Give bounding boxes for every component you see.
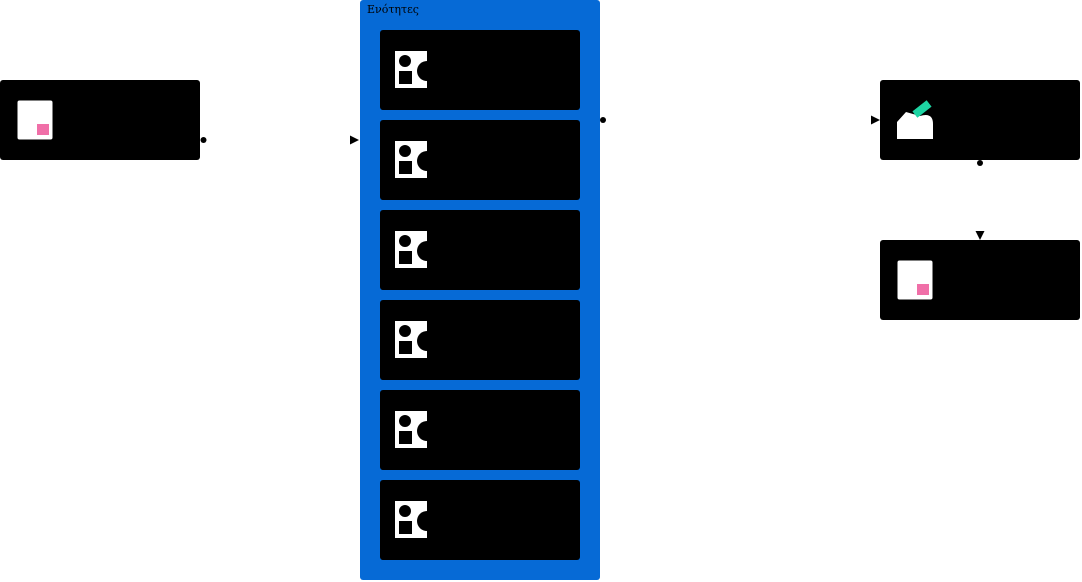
shapes-icon — [395, 231, 437, 268]
connector-dot — [600, 117, 606, 123]
module-node-1[interactable] — [380, 30, 580, 110]
connector-edit-to-output — [975, 160, 985, 240]
shapes-icon — [395, 141, 437, 178]
source-document-node[interactable] — [0, 80, 200, 160]
shapes-icon — [395, 411, 437, 448]
shapes-icon — [395, 321, 437, 358]
shapes-icon — [395, 501, 437, 538]
shapes-icon — [395, 51, 437, 88]
edit-node[interactable] — [880, 80, 1080, 160]
document-icon — [897, 260, 933, 300]
module-node-2[interactable] — [380, 120, 580, 200]
connector-dot — [977, 160, 983, 166]
module-node-6[interactable] — [380, 480, 580, 560]
modules-group: Ενότητες — [360, 0, 600, 580]
output-document-node[interactable] — [880, 240, 1080, 320]
connector-group-to-edit — [600, 115, 880, 125]
connector-source-to-group — [200, 135, 359, 145]
connector-arrowhead — [871, 115, 880, 125]
document-icon — [17, 100, 53, 140]
module-node-5[interactable] — [380, 390, 580, 470]
module-node-4[interactable] — [380, 300, 580, 380]
connector-dot — [200, 137, 207, 143]
edit-icon — [897, 100, 933, 139]
module-node-3[interactable] — [380, 210, 580, 290]
group-title: Ενότητες — [367, 3, 419, 16]
connector-arrowhead — [350, 135, 359, 145]
connector-arrowhead — [975, 231, 985, 240]
